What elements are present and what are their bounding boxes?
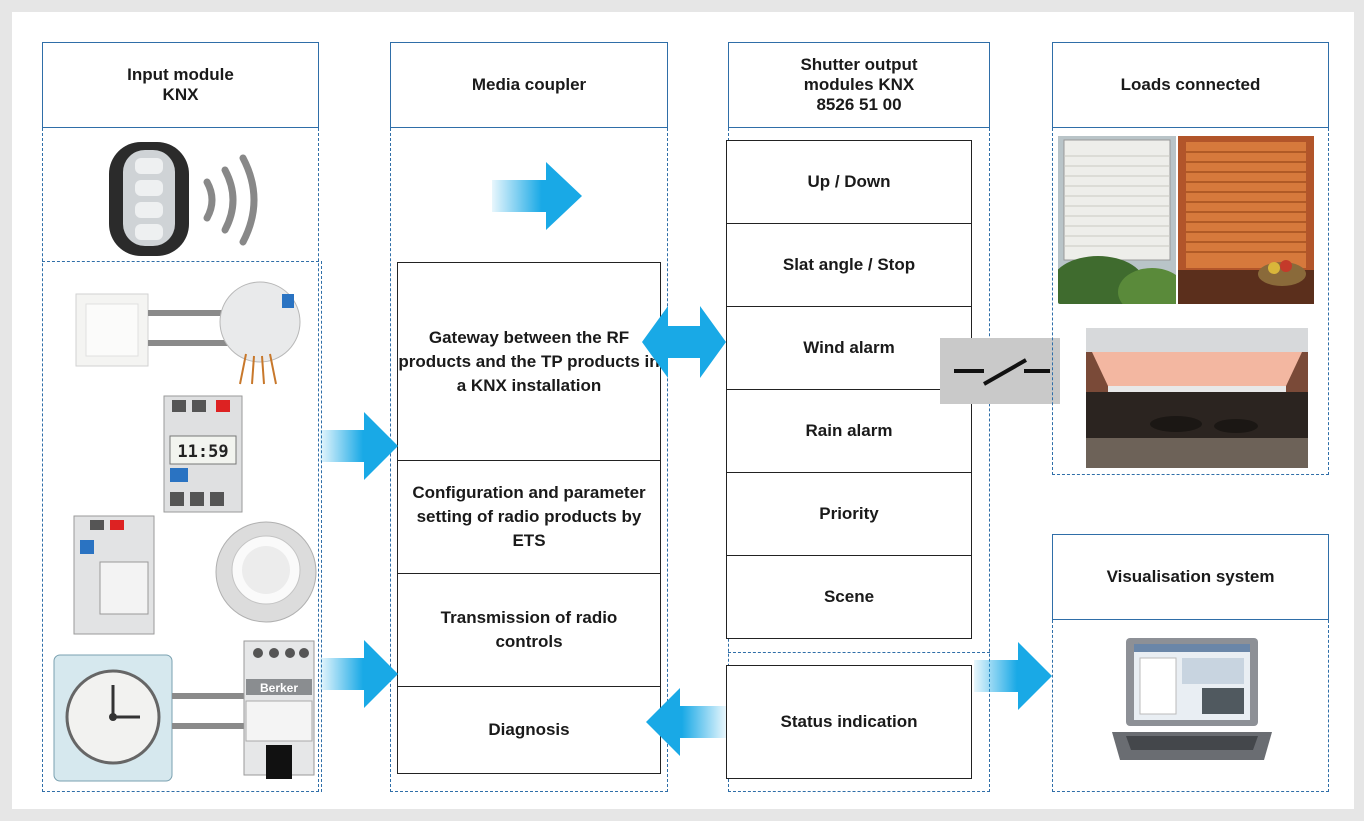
coupler-function-label: Diagnosis <box>488 720 570 739</box>
arrow-coupler-shutter-bidirectional <box>642 306 726 378</box>
din-binary-input-and-motion-detector <box>70 510 320 638</box>
media-coupler-title: Media coupler <box>471 75 587 94</box>
coupler-function-gateway: Gateway between the RF products and the … <box>397 262 661 461</box>
arrow-wired-to-coupler-lower <box>320 640 400 708</box>
loads-connected-title: Loads connected <box>1120 75 1261 94</box>
input-module-header: Input module KNX <box>42 42 319 128</box>
shutter-function-scene: Scene <box>726 555 972 639</box>
shutter-function-wind-alarm: Wind alarm <box>726 306 972 390</box>
arrow-to-visualisation <box>974 642 1054 710</box>
shutter-title-line1: Shutter output <box>800 55 918 74</box>
shutter-status-indication: Status indication <box>726 665 972 779</box>
media-coupler-header: Media coupler <box>390 42 668 128</box>
diagram-canvas: Input module KNX <box>12 12 1354 809</box>
shutter-function-up-down: Up / Down <box>726 140 972 224</box>
analog-timer-with-din-binary-input: Berker <box>48 639 318 789</box>
coupler-function-diagnosis: Diagnosis <box>397 686 661 774</box>
shutter-function-label: Slat angle / Stop <box>782 255 916 274</box>
coupler-function-transmission: Transmission of radio controls <box>397 573 661 687</box>
input-module-frame <box>42 128 319 792</box>
loads-connected-header: Loads connected <box>1052 42 1329 128</box>
shutter-output-header: Shutter output modules KNX 8526 51 00 <box>728 42 990 128</box>
arrow-status-to-coupler <box>644 688 726 756</box>
shutter-title-line2: modules KNX <box>803 75 915 94</box>
shutter-function-label: Scene <box>823 587 875 606</box>
visualisation-title: Visualisation system <box>1106 567 1275 586</box>
media-coupler-frame <box>390 128 668 792</box>
visualisation-header: Visualisation system <box>1052 534 1329 620</box>
relay-contact-symbol <box>940 338 1060 404</box>
shutter-title-line3: 8526 51 00 <box>816 95 902 114</box>
coupler-function-configuration: Configuration and parameter setting of r… <box>397 460 661 574</box>
coupler-function-label: Transmission of radio controls <box>440 608 618 651</box>
timer-lcd-text: 11:59 <box>177 442 228 462</box>
din-rail-timer: 11:59 <box>162 392 244 516</box>
shutter-function-label: Wind alarm <box>803 338 895 357</box>
shutter-function-slat-angle: Slat angle / Stop <box>726 223 972 307</box>
coupler-function-label: Configuration and parameter setting of r… <box>412 483 646 550</box>
shutter-function-label: Up / Down <box>807 172 891 191</box>
shutter-function-label: Priority <box>819 504 879 523</box>
push-button-with-binary-input <box>70 276 310 386</box>
arrow-wired-to-coupler-upper <box>320 412 400 480</box>
input-divider <box>42 261 319 262</box>
roller-shutter-photo <box>1058 136 1176 304</box>
visualisation-frame <box>1052 620 1329 792</box>
arrow-radio-to-coupler <box>492 162 584 230</box>
device-brand-label: Berker <box>260 681 298 695</box>
loads-connected-frame <box>1052 128 1329 475</box>
laptop-illustration <box>1106 636 1278 764</box>
shutter-divider <box>728 652 990 653</box>
shutter-function-label: Rain alarm <box>805 421 893 440</box>
shutter-function-rain-alarm: Rain alarm <box>726 389 972 473</box>
shutter-function-priority: Priority <box>726 472 972 556</box>
shutter-status-label: Status indication <box>780 712 918 731</box>
input-title-line1: Input module <box>127 65 234 84</box>
input-title-line2: KNX <box>162 85 199 104</box>
input-wired-frame-right <box>321 261 322 792</box>
venetian-blind-photo <box>1178 136 1314 304</box>
radio-remote-control <box>107 140 277 260</box>
awning-photo <box>1086 328 1308 468</box>
coupler-function-label: Gateway between the RF products and the … <box>398 327 660 395</box>
